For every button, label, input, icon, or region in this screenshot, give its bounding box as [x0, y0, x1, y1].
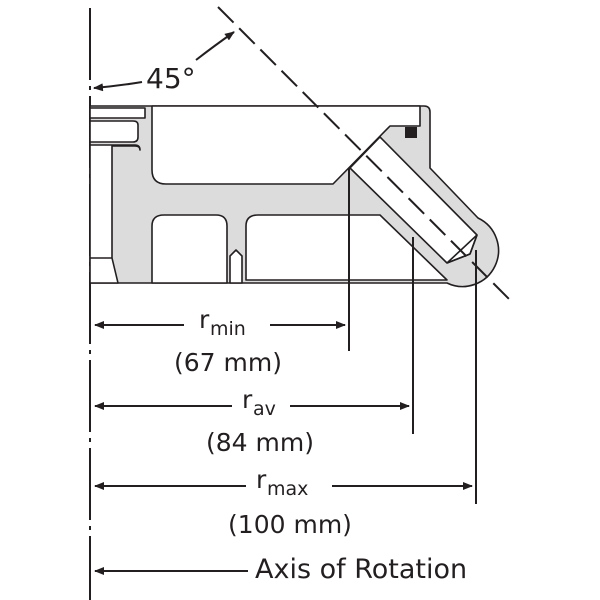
angle-label: 45° — [146, 62, 196, 95]
angle-arrow-left — [93, 81, 143, 92]
axis-label: Axis of Rotation — [255, 554, 467, 585]
rav-symbol: r — [242, 385, 253, 414]
rmax-subscript: max — [267, 478, 308, 500]
rmin-subscript: min — [210, 318, 246, 340]
rmin-value: (67 mm) — [174, 348, 282, 377]
rav-subscript: av — [253, 398, 276, 420]
bore-centerline — [217, 6, 513, 303]
seal-block — [405, 127, 417, 138]
rmax-value: (100 mm) — [228, 510, 352, 539]
rmin-symbol: r — [199, 305, 210, 334]
rav-value: (84 mm) — [206, 428, 314, 457]
rotor-body — [89, 105, 500, 288]
angle-arrow-right — [195, 31, 235, 61]
rmax-symbol: r — [256, 465, 267, 494]
